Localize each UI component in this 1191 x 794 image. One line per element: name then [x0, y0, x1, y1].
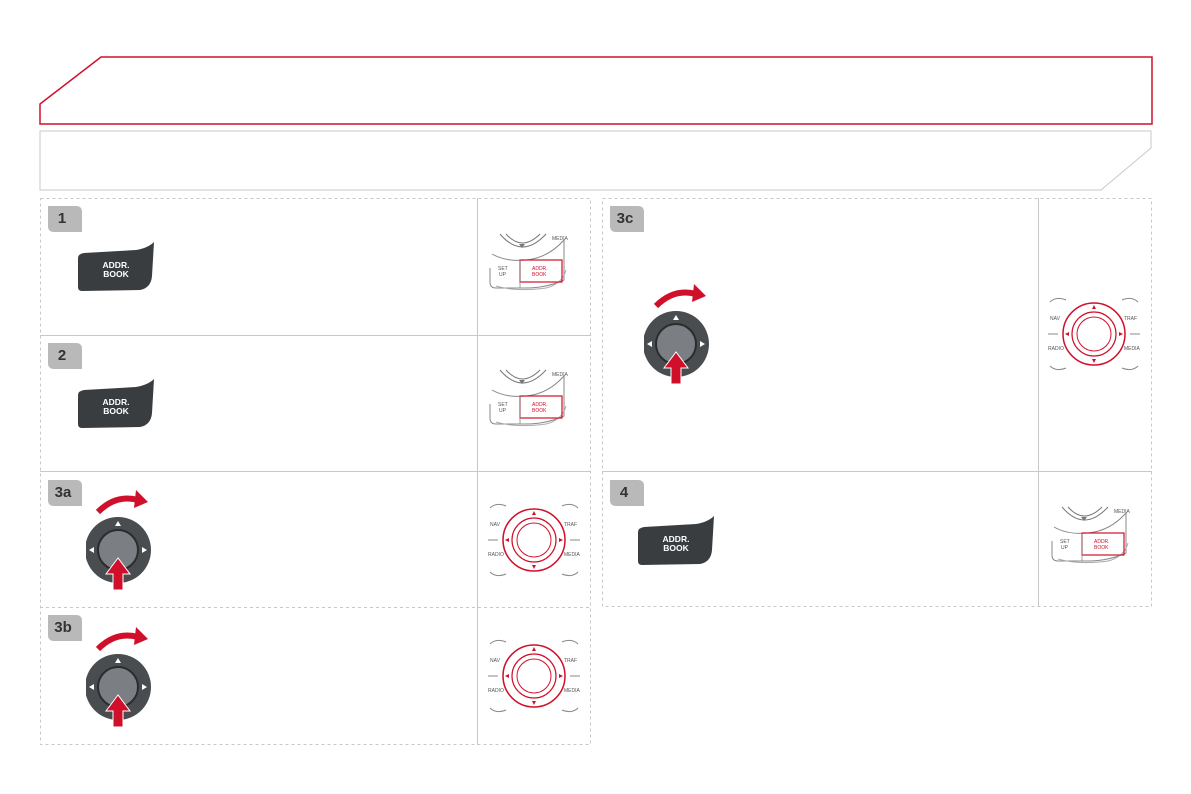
rotary-dial-step-3a[interactable] — [86, 488, 158, 592]
svg-text:ADDR.: ADDR. — [532, 402, 548, 408]
step-badge-3c: 3c — [610, 206, 644, 232]
svg-text:UP: UP — [499, 408, 507, 414]
step-badge-2: 2 — [48, 343, 82, 369]
svg-text:MEDIA: MEDIA — [1114, 509, 1131, 515]
addr-book-button-step-4[interactable]: ADDR. BOOK — [636, 514, 716, 566]
svg-text:RADIO: RADIO — [488, 552, 504, 558]
dial-thumbnail-step-3a: NAV TRAF RADIO MEDIA — [488, 503, 581, 577]
svg-text:ADDR.: ADDR. — [1094, 539, 1110, 545]
svg-text:TRAF: TRAF — [564, 658, 577, 664]
dial-thumbnail-step-3c: NAV TRAF RADIO MEDIA — [1048, 297, 1141, 371]
header-frames — [39, 56, 1153, 191]
svg-text:UP: UP — [499, 272, 507, 278]
keypad-thumbnail-step-1: MEDIA SET UP ADDR. BOOK — [489, 233, 569, 291]
svg-text:RADIO: RADIO — [1048, 346, 1064, 352]
rotary-dial-step-3c[interactable] — [644, 282, 716, 386]
svg-text:NAV: NAV — [1050, 316, 1061, 322]
dial-thumbnail-step-3b: NAV TRAF RADIO MEDIA — [488, 639, 581, 713]
svg-text:NAV: NAV — [490, 658, 501, 664]
svg-text:BOOK: BOOK — [532, 408, 547, 414]
svg-text:TRAF: TRAF — [564, 522, 577, 528]
svg-text:RADIO: RADIO — [488, 688, 504, 694]
svg-text:MEDIA: MEDIA — [1124, 346, 1141, 352]
svg-text:SET: SET — [498, 402, 508, 408]
step-badge-4: 4 — [610, 480, 644, 506]
addr-book-label-line1: ADDR. — [102, 260, 130, 270]
subtitle-banner — [39, 130, 1152, 191]
addr-book-label-line1: ADDR. — [102, 397, 130, 407]
rotary-dial-step-3b[interactable] — [86, 625, 158, 729]
svg-text:ADDR.: ADDR. — [532, 266, 548, 272]
svg-text:MEDIA: MEDIA — [552, 236, 569, 242]
addr-book-label-line2: BOOK — [103, 269, 129, 279]
addr-book-button-step-2[interactable]: ADDR. BOOK — [76, 377, 156, 429]
svg-text:UP: UP — [1061, 545, 1069, 551]
addr-book-button-step-1[interactable]: ADDR. BOOK — [76, 240, 156, 292]
svg-text:NAV: NAV — [490, 522, 501, 528]
step-badge-1: 1 — [48, 206, 82, 232]
svg-text:MEDIA: MEDIA — [552, 372, 569, 378]
title-banner — [39, 56, 1153, 125]
svg-text:BOOK: BOOK — [532, 272, 547, 278]
keypad-thumbnail-step-4: MEDIA SET UP ADDR. BOOK — [1051, 506, 1131, 564]
svg-text:SET: SET — [498, 266, 508, 272]
addr-book-label-line2: BOOK — [103, 406, 129, 416]
addr-book-label-line2: BOOK — [663, 543, 689, 553]
svg-text:BOOK: BOOK — [1094, 545, 1109, 551]
step-badge-3b: 3b — [48, 615, 82, 641]
addr-book-label-line1: ADDR. — [662, 534, 690, 544]
svg-text:TRAF: TRAF — [1124, 316, 1137, 322]
svg-text:SET: SET — [1060, 539, 1070, 545]
keypad-thumbnail-step-2: MEDIA SET UP ADDR. BOOK — [489, 369, 569, 427]
svg-text:MEDIA: MEDIA — [564, 688, 581, 694]
svg-text:MEDIA: MEDIA — [564, 552, 581, 558]
step-badge-3a: 3a — [48, 480, 82, 506]
